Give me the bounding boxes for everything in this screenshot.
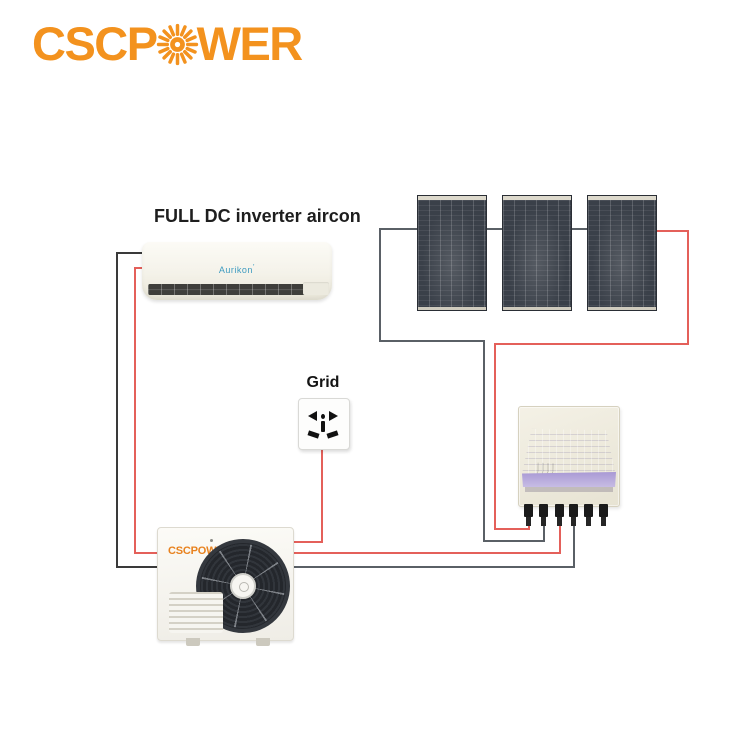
brand-mark: ’ bbox=[252, 262, 256, 271]
cable-gland-1 bbox=[524, 504, 533, 526]
socket-slot-center bbox=[321, 421, 325, 432]
unit-foot-left bbox=[186, 638, 200, 646]
solar-panel-3 bbox=[587, 195, 657, 311]
grid-label: Grid bbox=[306, 374, 340, 391]
socket-slot-bottom-right bbox=[326, 430, 339, 439]
cable-gland-6 bbox=[599, 504, 608, 526]
indoor-air-vent bbox=[148, 284, 310, 295]
unit-foot-right bbox=[256, 638, 270, 646]
cable-gland-3 bbox=[555, 504, 564, 526]
grid-socket bbox=[298, 398, 350, 450]
socket-slot-top-right bbox=[329, 411, 338, 421]
cable-gland-5 bbox=[584, 504, 593, 526]
indoor-right-step bbox=[303, 282, 329, 295]
combiner-cover-shadow bbox=[525, 487, 613, 492]
combiner-box bbox=[518, 406, 620, 507]
aircon-title: FULL DC inverter aircon bbox=[154, 206, 361, 226]
brand-logo: CSCP WER bbox=[32, 17, 304, 70]
combiner-cover-front bbox=[522, 472, 616, 487]
logo-text-right: WER bbox=[196, 17, 304, 70]
indoor-unit: Aurikon’ bbox=[142, 242, 332, 300]
label-strip bbox=[558, 494, 584, 500]
socket-slot-top-left bbox=[308, 411, 317, 421]
logo-text-left: CSCP bbox=[32, 17, 158, 70]
combiner-glands bbox=[518, 504, 618, 530]
solar-panel-1 bbox=[417, 195, 487, 311]
fan-hub bbox=[230, 573, 256, 599]
side-louvers bbox=[169, 592, 223, 633]
socket-slot-bottom-left bbox=[307, 430, 320, 439]
socket-slot-dot bbox=[321, 414, 325, 419]
wire-indoor-outdoor-black bbox=[116, 252, 160, 568]
wire-pv-string-negative-gray bbox=[379, 228, 545, 542]
wire-grid-to-outdoor-red bbox=[290, 446, 323, 543]
cable-gland-2 bbox=[539, 504, 548, 526]
cable-gland-4 bbox=[569, 504, 578, 526]
wire-pv-string-positive-red bbox=[494, 230, 689, 530]
wire-indoor-outdoor-red bbox=[134, 267, 160, 554]
sun-icon bbox=[156, 23, 198, 66]
wire-combiner-to-outdoor-gray bbox=[290, 512, 575, 568]
indoor-brand-label: Aurikon’ bbox=[218, 262, 256, 275]
combiner-clear-cover bbox=[521, 428, 616, 474]
solar-panel-2 bbox=[502, 195, 572, 311]
outdoor-fan bbox=[196, 539, 290, 633]
outdoor-unit: CSCPOWER bbox=[157, 527, 294, 646]
solar-array bbox=[417, 195, 657, 311]
screw-dot bbox=[210, 539, 213, 542]
